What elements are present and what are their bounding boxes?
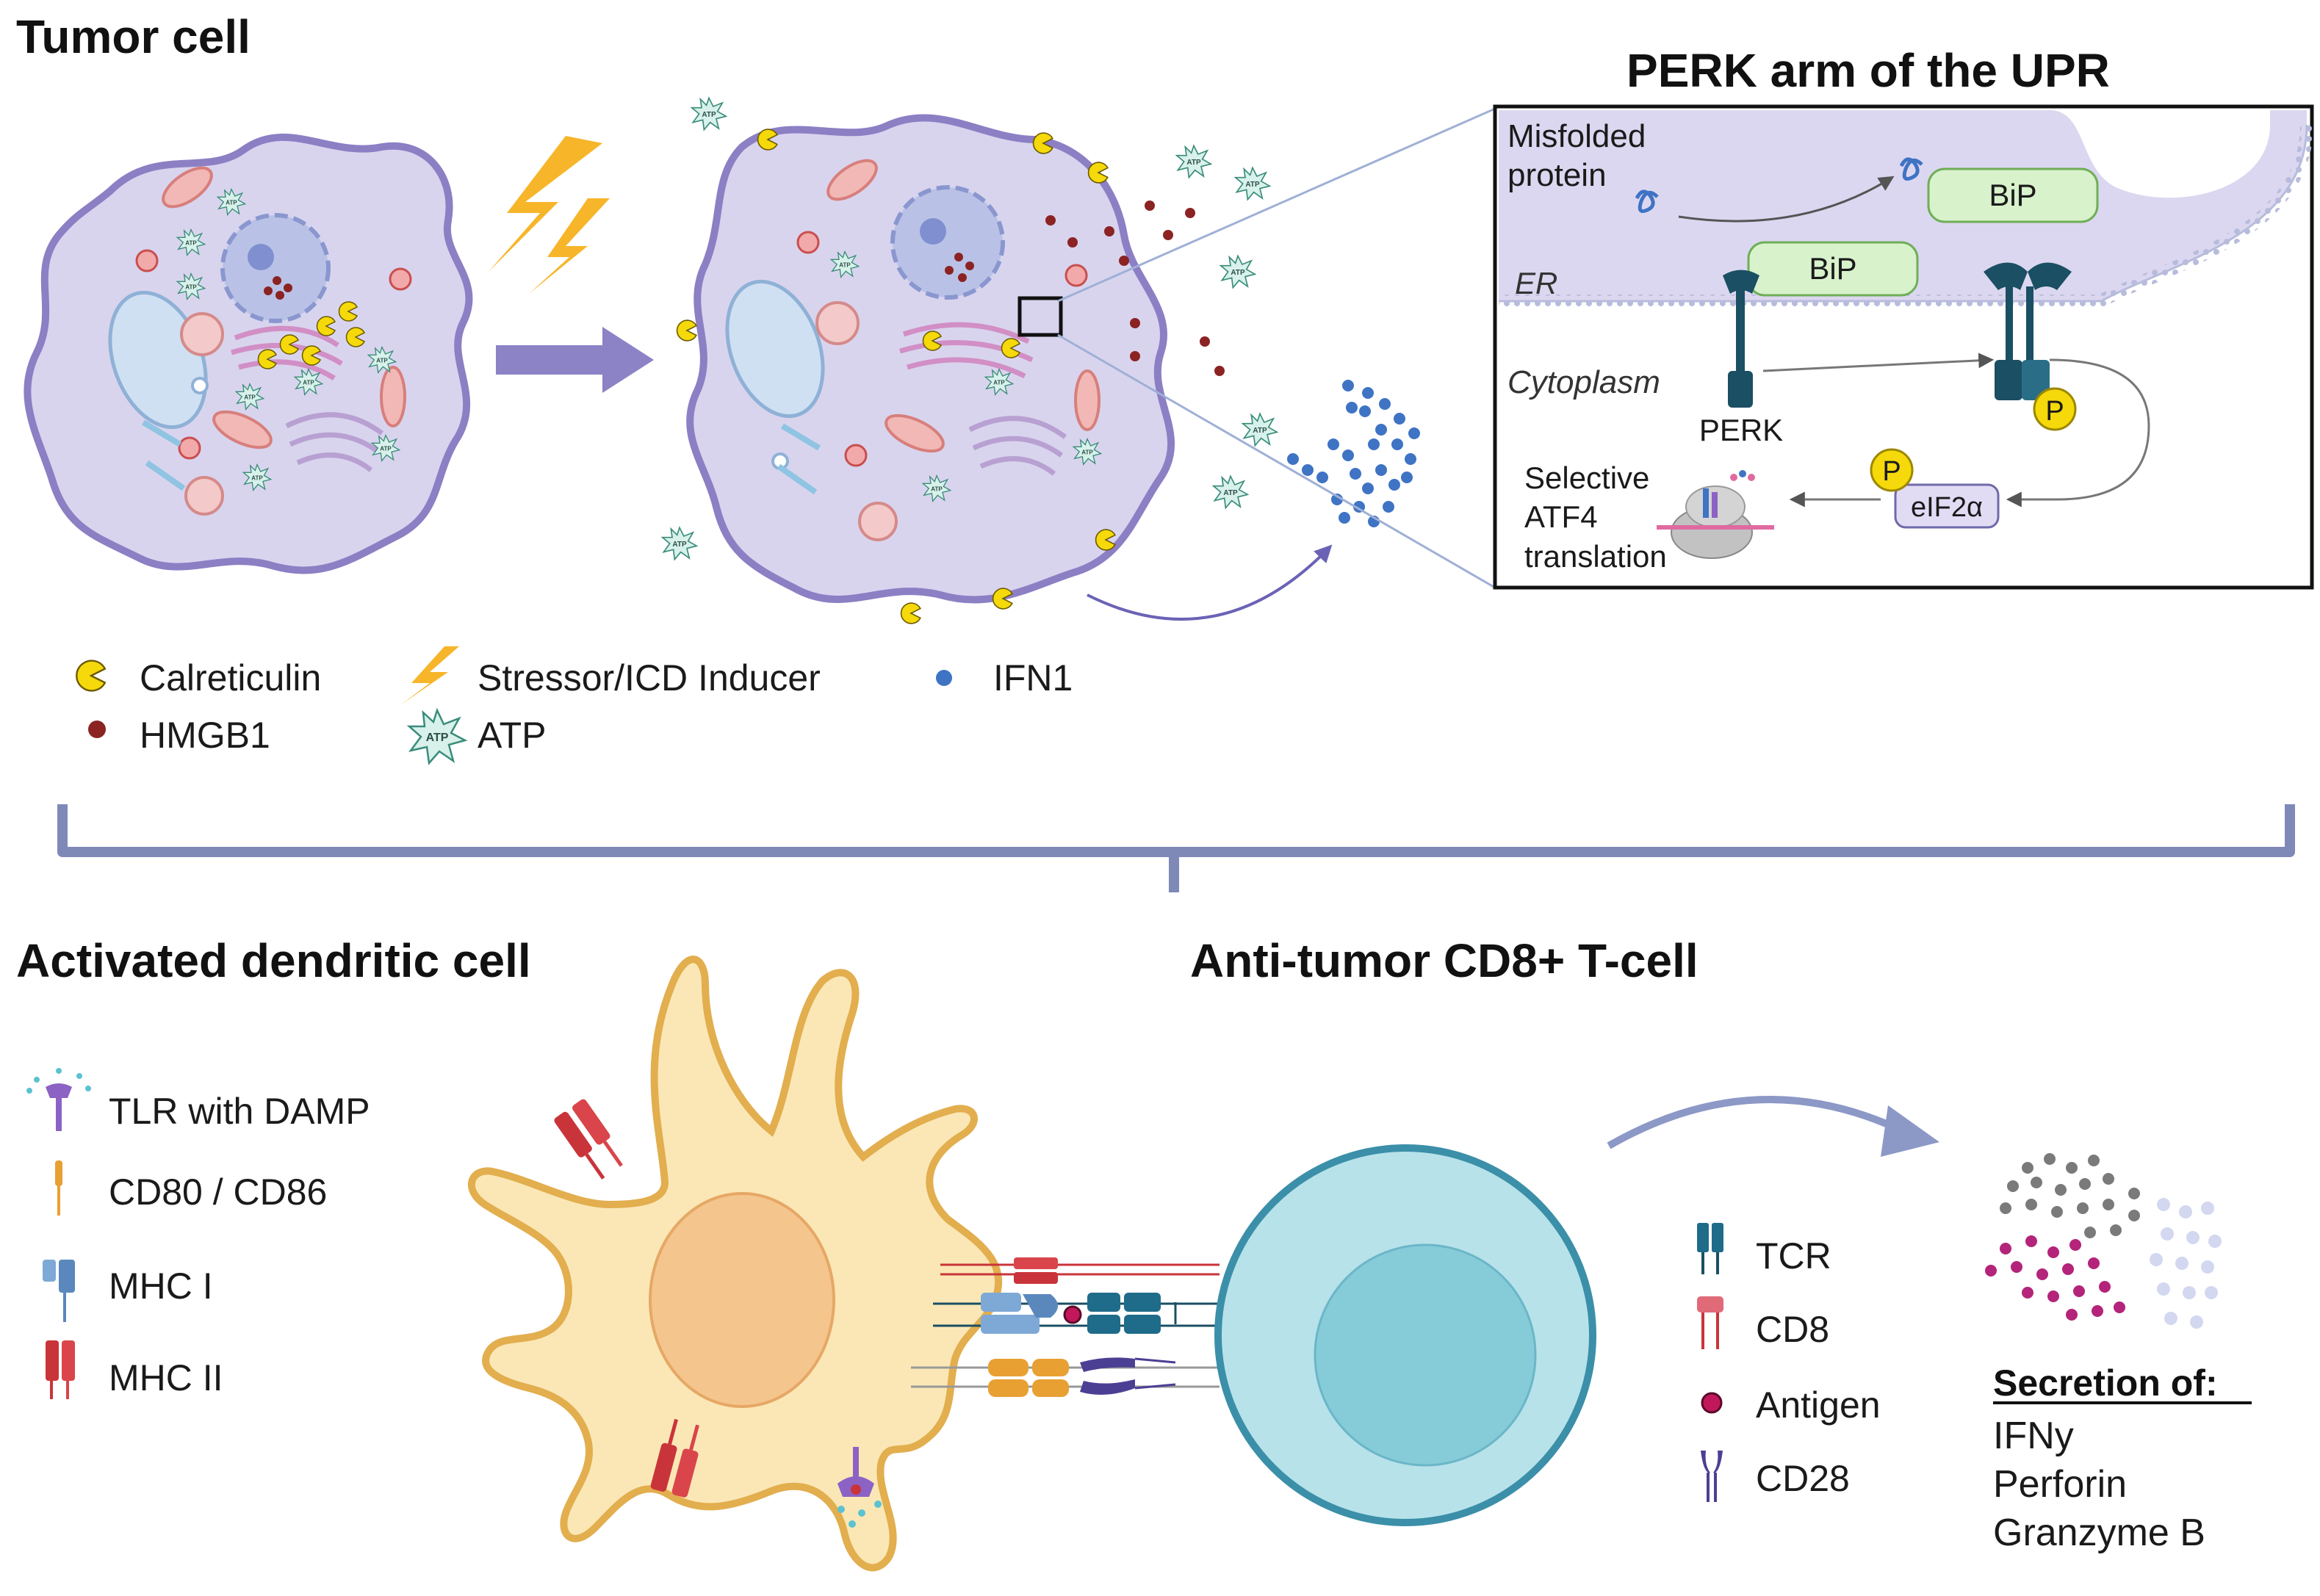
stressed-tumor-cell — [661, 97, 1278, 624]
cd80-label: CD80 / CD86 — [109, 1171, 327, 1213]
ribosome-icon — [1657, 470, 1774, 559]
mhc2-label: MHC II — [109, 1357, 223, 1398]
immune-synapse — [911, 1257, 1220, 1397]
er-label: ER — [1515, 266, 1557, 300]
tcr-icon — [1697, 1223, 1723, 1274]
secretion-heading: Secretion of: — [1993, 1362, 2218, 1404]
perk-panel: Misfolded protein BiP BiP ER Cytoplasm P… — [1493, 104, 2314, 590]
ifn1-dots — [1287, 380, 1420, 527]
tlr-label: TLR with DAMP — [109, 1091, 370, 1132]
eif2a-label: eIF2α — [1911, 492, 1983, 523]
cd28-label: CD28 — [1756, 1458, 1850, 1499]
misfolded-label-2: protein — [1507, 157, 1607, 193]
antigen-icon — [1701, 1392, 1723, 1414]
tcr-label: TCR — [1756, 1235, 1831, 1277]
tcell-legend: TCR CD8 Antigen CD28 — [1697, 1223, 1881, 1502]
t-cell-title: Anti-tumor CD8+ T-cell — [1190, 934, 1698, 987]
progression-arrow — [496, 327, 654, 393]
perk-label: PERK — [1699, 413, 1783, 447]
calreticulin-label: Calreticulin — [140, 657, 321, 698]
antigen-label: Antigen — [1756, 1384, 1881, 1426]
cytoplasm-label: Cytoplasm — [1507, 364, 1660, 400]
cd28-icon — [1701, 1451, 1723, 1502]
secretion-arrow — [1881, 1105, 1939, 1157]
t-cell — [1214, 1144, 1596, 1526]
atp-icon-text: ATP — [426, 732, 449, 744]
hmgb1-label: HMGB1 — [140, 715, 270, 756]
selective-label-1: Selective — [1524, 461, 1649, 495]
phospho-perk: P — [2045, 396, 2064, 427]
bip-label-free: BiP — [1989, 178, 2036, 212]
dc-legend: TLR with DAMP CD80 / CD86 MHC I MHC II — [26, 1068, 370, 1399]
ifn1-label: IFN1 — [993, 657, 1073, 698]
bip-label-bound: BiP — [1809, 251, 1856, 286]
tumor-cell-title: Tumor cell — [16, 10, 251, 63]
mhc1-icon — [43, 1260, 75, 1322]
dendritic-cell-title: Activated dendritic cell — [16, 934, 531, 987]
mhc2-icon — [46, 1340, 75, 1399]
hmgb1-icon — [88, 721, 106, 738]
cd80-icon — [55, 1160, 62, 1216]
cd8-icon — [1697, 1296, 1723, 1349]
atp-icon: ATP — [406, 707, 468, 765]
stressor-bolt — [489, 136, 602, 272]
cd8-label: CD8 — [1756, 1309, 1829, 1350]
atp-label: ATP — [478, 715, 547, 756]
selective-label-3: translation — [1524, 539, 1667, 574]
bracket — [57, 804, 2295, 892]
secretion-item-1: IFNy — [1993, 1415, 2074, 1457]
secretion-dots — [1985, 1153, 2222, 1329]
secretion-item-2: Perforin — [1993, 1463, 2127, 1506]
misfolded-label-1: Misfolded — [1507, 118, 1646, 154]
perk-dimer — [1984, 262, 2072, 400]
icd-legend: Calreticulin HMGB1 Stressor/ICD Inducer … — [76, 646, 1073, 765]
secretion-item-3: Granzyme B — [1993, 1512, 2205, 1554]
phospho-eif2a: P — [1882, 456, 1901, 487]
zoom-box — [1017, 296, 1063, 337]
stressor-icon — [400, 646, 459, 705]
mhc1-label: MHC I — [109, 1265, 213, 1307]
stressor-label: Stressor/ICD Inducer — [478, 657, 821, 698]
resting-tumor-cell — [24, 133, 473, 574]
calreticulin-icon — [76, 660, 107, 692]
ifn1-icon — [936, 670, 952, 686]
selective-label-2: ATF4 — [1524, 499, 1598, 534]
tlr-icon — [26, 1068, 91, 1131]
dendritic-cell — [467, 956, 1003, 1572]
perk-monomer — [1723, 270, 1759, 408]
perk-arm-title: PERK arm of the UPR — [1626, 44, 2110, 97]
